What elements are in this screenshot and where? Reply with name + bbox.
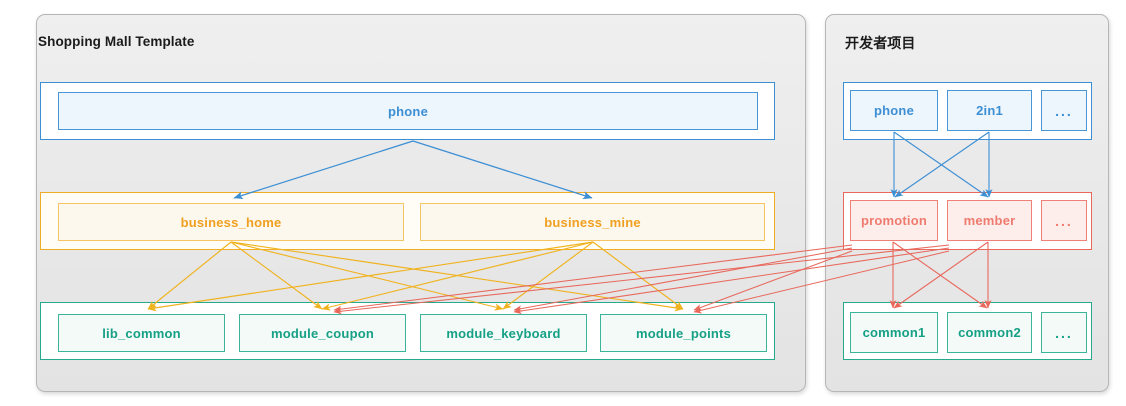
node-business-mine[interactable]: business_mine [420, 203, 765, 241]
node-promotion[interactable]: promotion [850, 200, 938, 241]
panel-left-title: Shopping Mall Template [38, 34, 195, 49]
node-module-points[interactable]: module_points [600, 314, 767, 352]
node-common-more[interactable]: ... [1041, 312, 1087, 353]
node-phone-right[interactable]: phone [850, 90, 938, 131]
node-common2[interactable]: common2 [947, 312, 1032, 353]
node-lib-common[interactable]: lib_common [58, 314, 225, 352]
panel-right-title: 开发者项目 [845, 35, 916, 51]
node-module-keyboard[interactable]: module_keyboard [420, 314, 587, 352]
node-business-home[interactable]: business_home [58, 203, 404, 241]
node-business-more[interactable]: ... [1041, 200, 1087, 241]
node-module-coupon[interactable]: module_coupon [239, 314, 406, 352]
node-app-more[interactable]: ... [1041, 90, 1087, 131]
node-phone-left[interactable]: phone [58, 92, 758, 130]
node-member[interactable]: member [947, 200, 1032, 241]
node-common1[interactable]: common1 [850, 312, 938, 353]
node-2in1[interactable]: 2in1 [947, 90, 1032, 131]
